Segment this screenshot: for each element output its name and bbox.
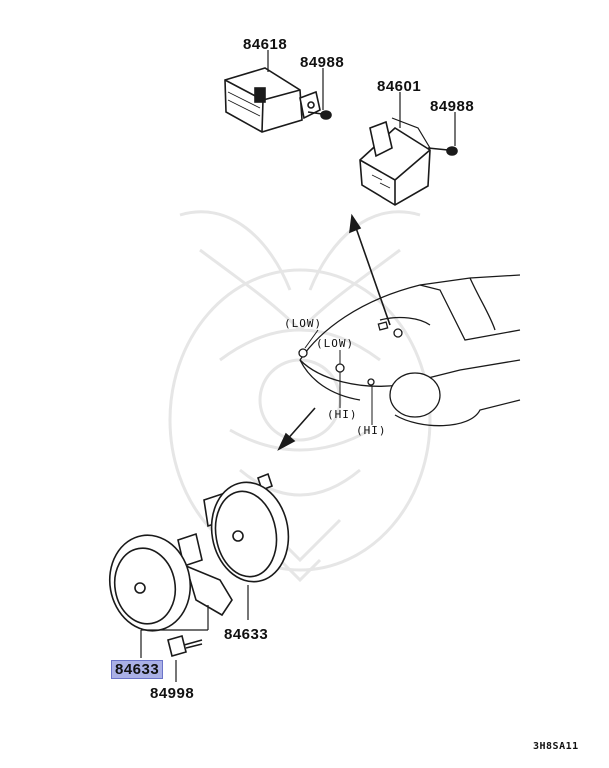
diagram-code: 3H8SA11 (533, 741, 579, 752)
label-horn-84633-right[interactable]: 84633 (224, 626, 269, 643)
label-relay-84601[interactable]: 84601 (377, 78, 422, 95)
horn-left-drawing (108, 532, 233, 632)
leader-lines (267, 50, 456, 146)
horn-mount-points (298, 321, 403, 386)
arrow-to-relay (349, 213, 391, 326)
horn-right-drawing (203, 472, 290, 583)
bottom-leaders (140, 585, 249, 682)
label-screw-84988-top[interactable]: 84988 (300, 54, 345, 71)
label-horn-84633-left-highlighted[interactable]: 84633 (111, 660, 164, 679)
label-screw-84988-right[interactable]: 84988 (430, 98, 475, 115)
relay-84618-drawing (224, 67, 321, 133)
label-bolt-84998[interactable]: 84998 (150, 685, 195, 702)
low-hi-leaders (304, 329, 373, 425)
label-relay-84618[interactable]: 84618 (243, 36, 288, 53)
label-low-b: (LOW) (316, 337, 355, 350)
screw-84988-right (427, 146, 458, 156)
label-low-a: (LOW) (284, 317, 323, 330)
label-hi-b: (HI) (356, 424, 387, 437)
relay-84601-drawing (359, 117, 431, 206)
label-hi-a: (HI) (327, 408, 358, 421)
bolt-84998-drawing (167, 635, 203, 657)
car-outline (299, 274, 521, 427)
screw-84988-top (307, 110, 332, 120)
arrow-to-horns (277, 407, 316, 451)
